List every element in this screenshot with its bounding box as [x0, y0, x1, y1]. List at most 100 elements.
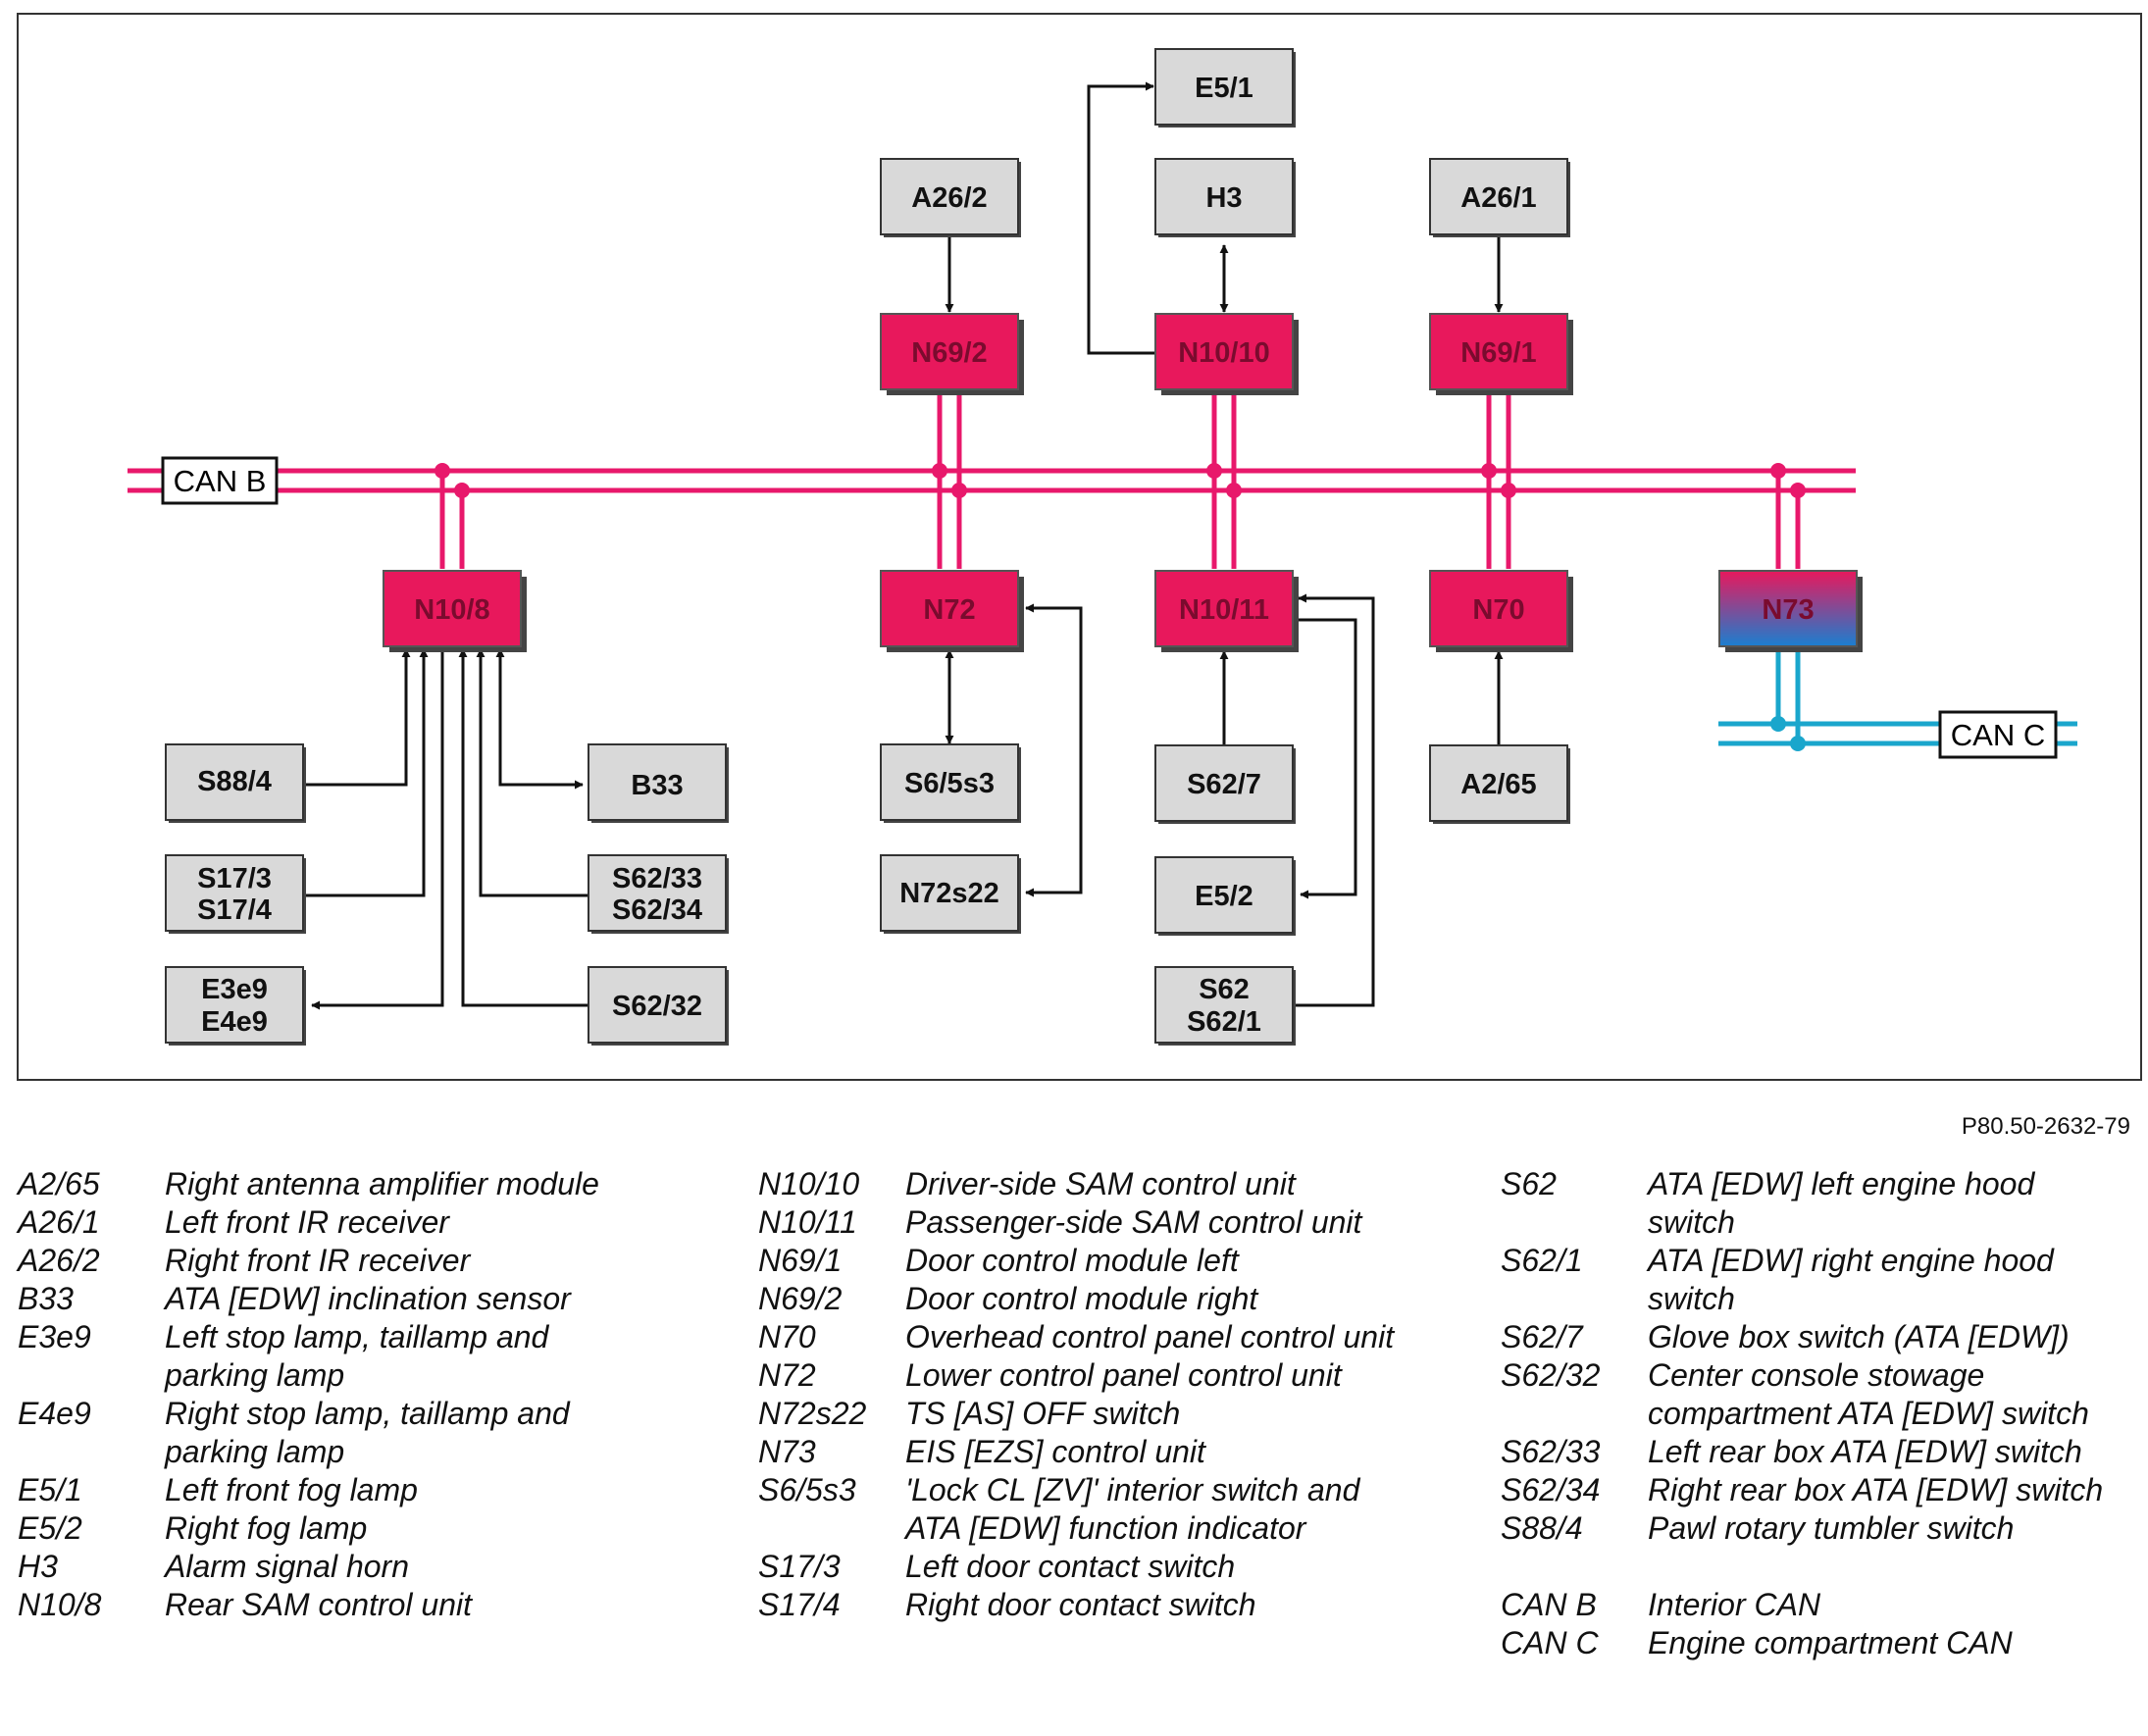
legend-description: Lower control panel control unit	[905, 1357, 1342, 1393]
legend-code: N10/11	[758, 1204, 857, 1240]
legend-item: N10/11 Passenger-side SAM control unit	[758, 1203, 1406, 1242]
legend-code: N70	[758, 1319, 816, 1354]
legend-description: Left rear box ATA [EDW] switch	[1648, 1434, 2082, 1469]
legend-code: S62/34	[1501, 1472, 1601, 1507]
svg-text:CAN C: CAN C	[1951, 718, 2045, 752]
svg-text:S17/3: S17/3	[197, 863, 272, 894]
legend-code: N69/1	[758, 1243, 843, 1278]
component-e3e9-e4e9: E3e9 E4e9	[165, 966, 306, 1046]
legend-code: S88/4	[1501, 1510, 1583, 1546]
line-s17-to-n10-8	[304, 648, 429, 897]
legend-item: N70 Overhead control panel control unit	[758, 1318, 1406, 1356]
junction-dots	[435, 463, 1806, 751]
legend-description: ATA [EDW] right engine hood switch	[1648, 1243, 2054, 1316]
legend-item: N10/8 Rear SAM control unit	[18, 1586, 626, 1624]
component-e5-1: E5/1	[1154, 48, 1296, 128]
module-n70: N70	[1429, 570, 1570, 649]
legend-description: Pawl rotary tumbler switch	[1648, 1510, 2015, 1546]
legend-item: N69/1 Door control module left	[758, 1242, 1406, 1280]
component-a26-2: A26/2	[880, 158, 1021, 237]
svg-text:S88/4: S88/4	[197, 766, 272, 797]
component-s88-4: S88/4	[165, 743, 306, 823]
svg-text:CAN B: CAN B	[174, 464, 267, 498]
legend-description: Interior CAN	[1648, 1587, 1821, 1622]
component-a26-1: A26/1	[1429, 158, 1570, 237]
legend-description: Glove box switch (ATA [EDW])	[1648, 1319, 2070, 1354]
diagram-frame	[17, 13, 2142, 1081]
legend-code: E3e9	[18, 1319, 91, 1354]
legend-code: S62	[1501, 1166, 1557, 1201]
legend-code: S62/33	[1501, 1434, 1601, 1469]
legend-item: S62/1 ATA [EDW] right engine hood switch	[1501, 1242, 2128, 1318]
legend-code: E5/1	[18, 1472, 82, 1507]
legend-code: CAN B	[1501, 1587, 1597, 1622]
legend-description: Left front fog lamp	[165, 1472, 418, 1507]
legend-code: A26/2	[18, 1243, 100, 1278]
module-n69-1: N69/1	[1429, 313, 1570, 392]
legend-code: A2/65	[18, 1166, 100, 1201]
component-s62-s62-1: S62 S62/1	[1154, 966, 1296, 1046]
legend-description: Left front IR receiver	[165, 1204, 449, 1240]
legend-description: Passenger-side SAM control unit	[905, 1204, 1362, 1240]
svg-text:A2/65: A2/65	[1460, 769, 1536, 800]
can-b-bus	[128, 468, 1856, 493]
legend-item: E5/1 Left front fog lamp	[18, 1471, 626, 1509]
legend-description: Door control module left	[905, 1243, 1239, 1278]
legend-item: CAN B Interior CAN	[1501, 1586, 2128, 1624]
svg-text:S17/4: S17/4	[197, 894, 272, 926]
line-n10-10-to-e5-1	[1087, 81, 1155, 355]
can-c-label: CAN C	[1938, 710, 2058, 759]
legend-description: Overhead control panel control unit	[905, 1319, 1395, 1354]
svg-text:S62/32: S62/32	[612, 991, 702, 1022]
module-n73: N73	[1718, 570, 1860, 649]
svg-text:S62/33: S62/33	[612, 863, 702, 894]
line-n72-n72s22	[1025, 603, 1083, 897]
line-s62-33-to-n10-8	[476, 648, 588, 897]
legend-description: Alarm signal horn	[165, 1549, 409, 1584]
legend-code: N73	[758, 1434, 816, 1469]
legend-code: S62/1	[1501, 1243, 1583, 1278]
legend-code: N10/8	[18, 1587, 102, 1622]
legend-description: EIS [EZS] control unit	[905, 1434, 1205, 1469]
legend-description: Rear SAM control unit	[165, 1587, 473, 1622]
svg-text:N70: N70	[1472, 594, 1524, 626]
legend-code: S62/32	[1501, 1357, 1601, 1393]
svg-text:N10/8: N10/8	[414, 594, 489, 626]
can-b-label: CAN B	[161, 456, 279, 505]
line-s62-to-n10-11	[1293, 593, 1375, 1007]
module-n10-10: N10/10	[1154, 313, 1296, 392]
module-n10-11: N10/11	[1154, 570, 1296, 649]
legend-description: Right stop lamp, taillamp and parking la…	[165, 1396, 570, 1469]
legend-item: S88/4 Pawl rotary tumbler switch	[1501, 1509, 2128, 1548]
legend-code: CAN C	[1501, 1625, 1599, 1660]
svg-text:N73: N73	[1762, 594, 1814, 626]
svg-text:N10/10: N10/10	[1178, 337, 1270, 369]
legend-item: S62/33 Left rear box ATA [EDW] switch	[1501, 1433, 2128, 1471]
legend-code: E4e9	[18, 1396, 91, 1431]
legend-code: S6/5s3	[758, 1472, 856, 1507]
legend-spacer	[1501, 1548, 2128, 1586]
module-n72: N72	[880, 570, 1021, 649]
component-n72s22: N72s22	[880, 854, 1021, 934]
svg-text:N72s22: N72s22	[899, 878, 999, 909]
legend-description: Right fog lamp	[165, 1510, 368, 1546]
svg-text:A26/1: A26/1	[1460, 182, 1536, 214]
legend-code: B33	[18, 1281, 74, 1316]
svg-text:S62/1: S62/1	[1187, 1006, 1261, 1038]
figure-reference: P80.50-2632-79	[1961, 1113, 2130, 1140]
module-n69-2: N69/2	[880, 313, 1021, 392]
line-s88-4-to-n10-8	[304, 648, 411, 787]
